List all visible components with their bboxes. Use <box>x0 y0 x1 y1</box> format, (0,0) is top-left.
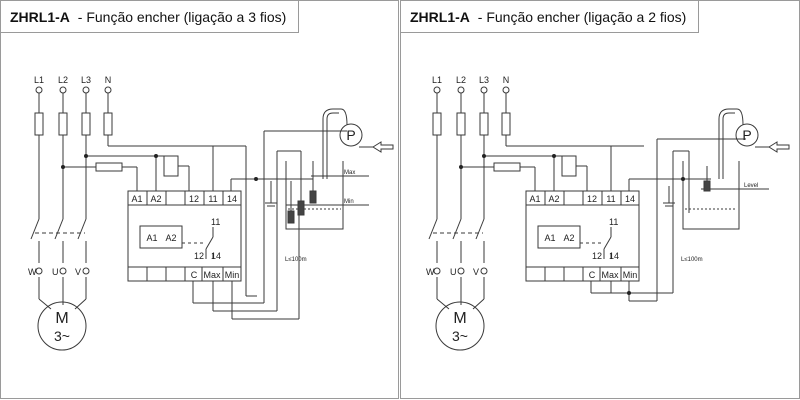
relay-terminal-a1: A1 <box>529 194 540 204</box>
panel-title: ZHRL1-A - Função encher (ligação a 3 fio… <box>1 1 300 33</box>
wiring-diagram-two-wire: L1 L2 L3 N W U V M 3~ A1 A2 12 11 14 C M… <box>426 75 790 351</box>
motor-terminal-w: W <box>426 267 435 277</box>
phase-label-l3: L3 <box>479 75 489 85</box>
relay-terminal-14: 14 <box>227 194 237 204</box>
distance-label: L≤100m <box>681 257 703 263</box>
relay-terminal-11: 11 <box>606 194 615 204</box>
coil-label-a2: A2 <box>563 233 574 243</box>
phase-label-l2: L2 <box>456 75 466 85</box>
relay-terminal-12: 12 <box>587 194 597 204</box>
panel-model: ZHRL1-A <box>410 8 470 25</box>
pump-label: P <box>346 127 355 143</box>
panel-model: ZHRL1-A <box>10 8 70 25</box>
title-separator: - <box>73 8 87 25</box>
relay-terminal-max: Max <box>203 270 221 280</box>
panel-subtitle: Função encher (ligação a 3 fios) <box>86 8 287 25</box>
contact-label-11: 11 <box>211 217 220 227</box>
coil-label-a2: A2 <box>165 233 176 243</box>
motor-terminal-v: V <box>473 267 479 277</box>
wiring-diagram-three-wire: L1 L2 L3 N W U V M 3~ A1 A2 12 11 14 C M… <box>28 75 394 351</box>
panel-subtitle: Função encher (ligação a 2 fios) <box>486 8 687 25</box>
phase-label-n: N <box>105 75 112 85</box>
phase-label-n: N <box>503 75 510 85</box>
level-label-max: Max <box>344 170 355 176</box>
relay-terminal-14: 14 <box>625 194 635 204</box>
relay-terminal-c: C <box>191 270 198 280</box>
phase-label-l3: L3 <box>81 75 91 85</box>
motor-terminal-w: W <box>28 267 37 277</box>
phase-label-l2: L2 <box>58 75 68 85</box>
relay-terminal-a2: A2 <box>548 194 559 204</box>
motor-label: M <box>55 310 68 327</box>
phase-label-l1: L1 <box>432 75 442 85</box>
relay-terminal-min: Min <box>623 270 638 280</box>
relay-terminal-12: 12 <box>189 194 199 204</box>
motor-terminal-u: U <box>52 267 59 277</box>
level-label: Level <box>744 183 758 189</box>
relay-terminal-11: 11 <box>208 194 217 204</box>
contact-label-12: 12 <box>592 251 602 261</box>
contact-label-12: 12 <box>194 251 204 261</box>
level-label-min: Min <box>344 199 354 205</box>
panel-two-wire: L1 L2 L3 N W U V M 3~ A1 A2 12 11 14 C M… <box>400 0 800 399</box>
motor-sub-label: 3~ <box>452 328 468 344</box>
title-separator: - <box>473 8 487 25</box>
panel-title: ZHRL1-A - Função encher (ligação a 2 fio… <box>401 1 700 33</box>
phase-label-l1: L1 <box>34 75 44 85</box>
relay-terminal-min: Min <box>225 270 240 280</box>
contact-label-11: 11 <box>609 217 618 227</box>
panel-three-wire: L1 L2 L3 N W U V M 3~ A1 A2 12 11 14 C M… <box>0 0 399 399</box>
relay-terminal-max: Max <box>601 270 619 280</box>
relay-terminal-a2: A2 <box>150 194 161 204</box>
motor-label: M <box>453 310 466 327</box>
relay-terminal-c: C <box>589 270 596 280</box>
pump-label: P <box>742 127 751 143</box>
contact-label-14: 14 <box>211 251 221 261</box>
coil-label-a1: A1 <box>146 233 157 243</box>
relay-terminal-a1: A1 <box>131 194 142 204</box>
coil-label-a1: A1 <box>544 233 555 243</box>
contact-label-14: 14 <box>609 251 619 261</box>
motor-terminal-u: U <box>450 267 457 277</box>
motor-sub-label: 3~ <box>54 328 70 344</box>
distance-label: L≤100m <box>285 257 307 263</box>
motor-terminal-v: V <box>75 267 81 277</box>
